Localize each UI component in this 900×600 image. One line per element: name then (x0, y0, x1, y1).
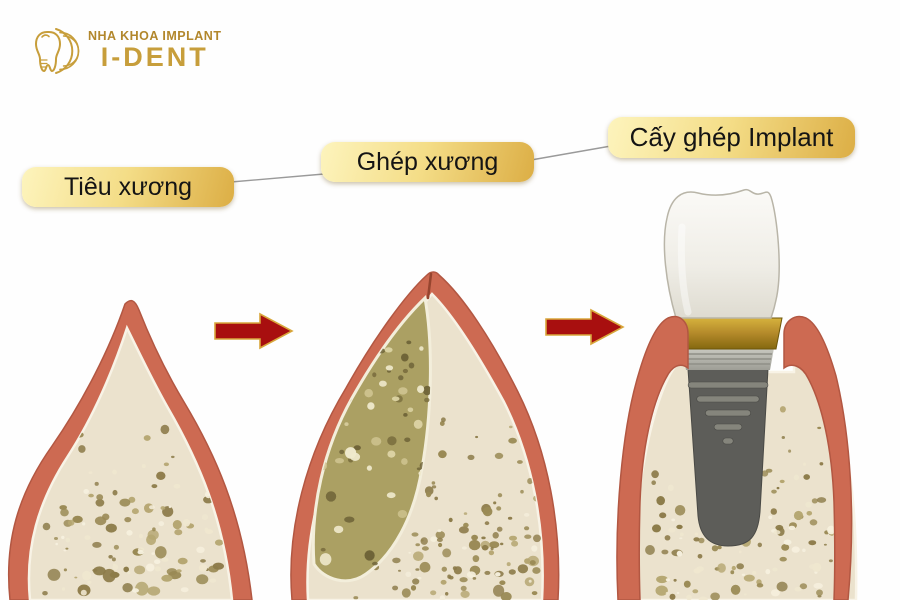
gum-tissue-right (783, 315, 853, 600)
gum-tissue-left (616, 315, 689, 600)
red-right-arrow-icon (545, 308, 625, 346)
implant-screw-body (687, 368, 769, 547)
collar-stripes (684, 353, 772, 365)
stage-label-text: Tiêu xương (63, 172, 193, 201)
bone-loss-illustration (7, 299, 253, 600)
bone-highlights (665, 450, 836, 600)
implant-illustration (616, 188, 858, 600)
logo-text: NHA KHOA IMPLANT I-DENT (88, 29, 222, 73)
implant-screw-threads (687, 381, 769, 445)
bone-graft-illustration (290, 271, 560, 600)
tooth-crown (663, 188, 780, 319)
bone-highlights (55, 464, 217, 596)
gum-incision-line (426, 272, 433, 300)
stage-label-implant: Cấy ghép Implant (608, 117, 855, 158)
stage-label-bone-loss: Tiêu xương (22, 167, 234, 207)
crown-highlight (677, 223, 692, 316)
bone-texture-bottom (326, 513, 541, 600)
red-right-arrow-icon (214, 312, 294, 350)
stage-label-bone-graft: Ghép xương (321, 142, 534, 182)
stage-label-text: Ghép xương (356, 147, 499, 176)
logo-line1: NHA KHOA IMPLANT (88, 29, 222, 44)
clinic-logo: NHA KHOA IMPLANT I-DENT (26, 24, 221, 78)
logo-line2: I-DENT (100, 42, 209, 73)
tooth-with-arcs-icon (34, 28, 80, 74)
stage-label-text: Cấy ghép Implant (629, 122, 834, 152)
